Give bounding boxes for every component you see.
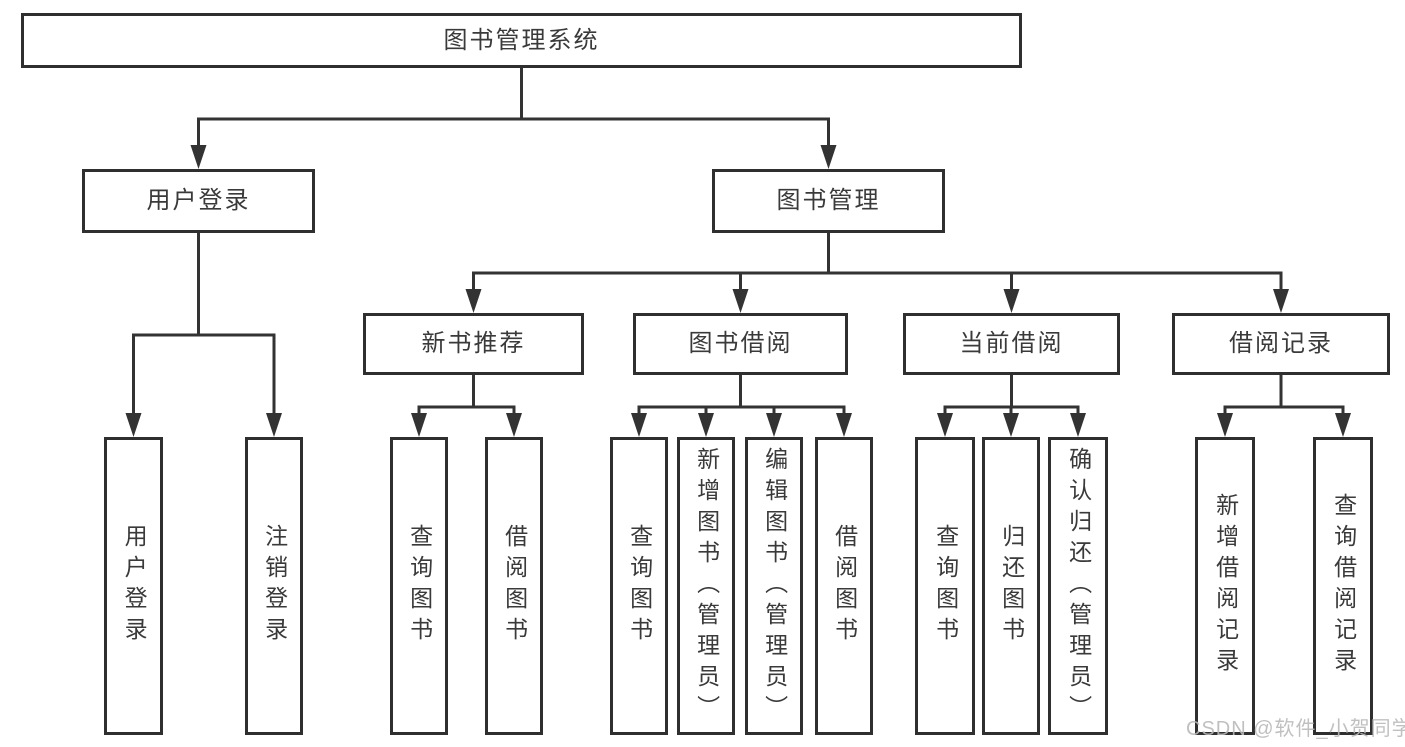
leaf-label: 借阅图书 xyxy=(831,524,858,648)
arrowhead xyxy=(820,145,837,169)
node-user-login: 用户登录 xyxy=(82,169,315,233)
leaf-query-books-current: 查询图书 xyxy=(915,437,975,735)
edge-root-to-level2 xyxy=(197,66,830,159)
arrowhead xyxy=(1003,413,1019,437)
arrowhead xyxy=(732,289,749,313)
arrowhead xyxy=(411,413,427,437)
leaf-borrow-books-recommend: 借阅图书 xyxy=(485,437,543,735)
leaf-confirm-return-admin: 确认归还（管理员） xyxy=(1048,437,1108,735)
leaf-label: 注销登录 xyxy=(261,524,288,648)
leaf-label: 查询图书 xyxy=(932,524,959,648)
leaf-label: 查询图书 xyxy=(626,524,653,648)
leaf-label: 用户登录 xyxy=(121,524,148,648)
leaf-add-borrow-record: 新增借阅记录 xyxy=(1195,437,1255,735)
leaf-query-borrow-record: 查询借阅记录 xyxy=(1313,437,1373,735)
arrowhead xyxy=(506,413,522,437)
arrowhead xyxy=(1003,289,1020,313)
leaf-query-books-recommend: 查询图书 xyxy=(390,437,448,735)
arrowhead xyxy=(631,413,647,437)
leaf-return-books: 归还图书 xyxy=(982,437,1040,735)
node-label: 用户登录 xyxy=(146,187,251,214)
arrowhead xyxy=(836,413,852,437)
leaf-label: 编辑图书（管理员） xyxy=(761,446,788,726)
edge-bookborrow-to-leaves xyxy=(637,373,846,427)
leaf-logout: 注销登录 xyxy=(245,437,303,735)
arrowhead xyxy=(1217,413,1233,437)
node-new-book-recommend: 新书推荐 xyxy=(363,313,584,375)
arrowhead xyxy=(937,413,953,437)
arrowheads xyxy=(125,145,1351,437)
node-label: 借阅记录 xyxy=(1229,330,1333,357)
node-label: 当前借阅 xyxy=(959,330,1064,357)
leaf-label: 新增借阅记录 xyxy=(1212,493,1239,679)
leaf-label: 归还图书 xyxy=(998,524,1025,648)
leaf-user-login: 用户登录 xyxy=(104,437,163,735)
arrowhead xyxy=(1273,289,1289,313)
arrowhead xyxy=(125,413,142,437)
node-label: 图书借阅 xyxy=(688,330,793,357)
node-book-borrow: 图书借阅 xyxy=(633,313,848,375)
leaf-query-books-borrow: 查询图书 xyxy=(610,437,668,735)
leaf-label: 借阅图书 xyxy=(501,524,528,648)
leaf-add-books-admin: 新增图书（管理员） xyxy=(677,437,735,735)
leaf-edit-books-admin: 编辑图书（管理员） xyxy=(745,437,803,735)
node-label: 图书管理系统 xyxy=(443,26,600,54)
node-label: 新书推荐 xyxy=(421,330,526,357)
arrowhead xyxy=(766,413,782,437)
edge-bookmgmt-to-level3 xyxy=(472,231,1283,303)
node-current-borrow: 当前借阅 xyxy=(903,313,1120,375)
csdn-watermark: CSDN @软件_小贺同学 xyxy=(1186,718,1405,740)
node-root-system: 图书管理系统 xyxy=(21,13,1022,68)
arrowhead xyxy=(1335,413,1351,437)
leaf-label: 查询借阅记录 xyxy=(1330,493,1357,679)
edge-borrowrecords-to-leaves xyxy=(1223,373,1345,427)
node-label: 图书管理 xyxy=(776,187,881,214)
leaf-label: 查询图书 xyxy=(406,524,433,648)
node-book-management: 图书管理 xyxy=(712,169,945,233)
leaf-borrow-books: 借阅图书 xyxy=(815,437,873,735)
arrowhead xyxy=(1070,413,1086,437)
arrowhead xyxy=(266,413,282,437)
node-borrow-records: 借阅记录 xyxy=(1172,313,1390,375)
edge-userlogin-to-leaves xyxy=(132,231,276,427)
arrowhead xyxy=(698,413,714,437)
leaf-label: 确认归还（管理员） xyxy=(1065,446,1092,726)
arrowhead xyxy=(465,289,482,313)
arrowhead xyxy=(190,145,207,169)
edge-newbook-to-leaves xyxy=(417,373,516,427)
leaf-label: 新增图书（管理员） xyxy=(693,446,720,726)
